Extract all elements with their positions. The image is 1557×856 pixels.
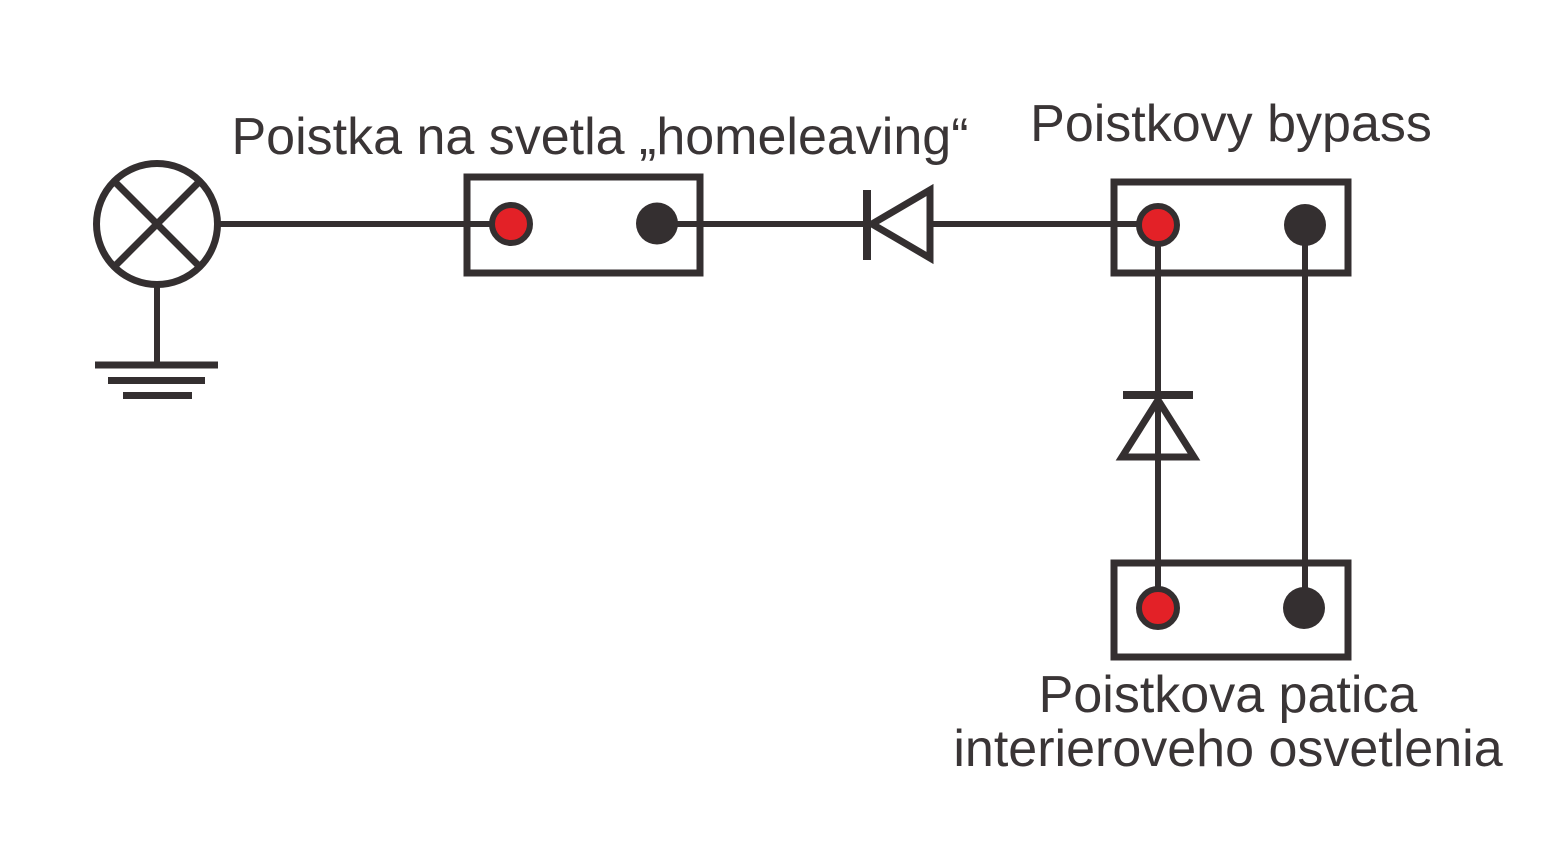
label-fuse-bypass: Poistkovy bypass (1030, 95, 1432, 153)
ground-icon (95, 361, 218, 399)
terminal-black-socket (1283, 587, 1325, 629)
terminal-red-bypass (1136, 203, 1180, 247)
lamp-icon (93, 160, 221, 288)
terminal-red-homeleaving (489, 202, 533, 246)
diode-left-triangle (865, 183, 934, 265)
label-fuse-socket: Poistkova patica interieroveho osvetleni… (953, 668, 1502, 776)
fuse-box-socket (1110, 559, 1352, 661)
fuse-box-bypass (1110, 178, 1352, 277)
label-fuse-socket-line2: interieroveho osvetlenia (953, 720, 1503, 778)
terminal-red-socket (1136, 586, 1180, 630)
diode-up-triangle (1115, 393, 1201, 461)
label-fuse-homeleaving: Poistka na svetla „homeleaving“ (231, 108, 969, 166)
lamp-cross-line-2 (112, 179, 202, 269)
label-fuse-socket-line1: Poistkova patica (1038, 666, 1418, 724)
diode-left-icon (863, 183, 934, 265)
terminal-black-bypass (1284, 204, 1326, 246)
diode-up-icon (1115, 391, 1201, 461)
